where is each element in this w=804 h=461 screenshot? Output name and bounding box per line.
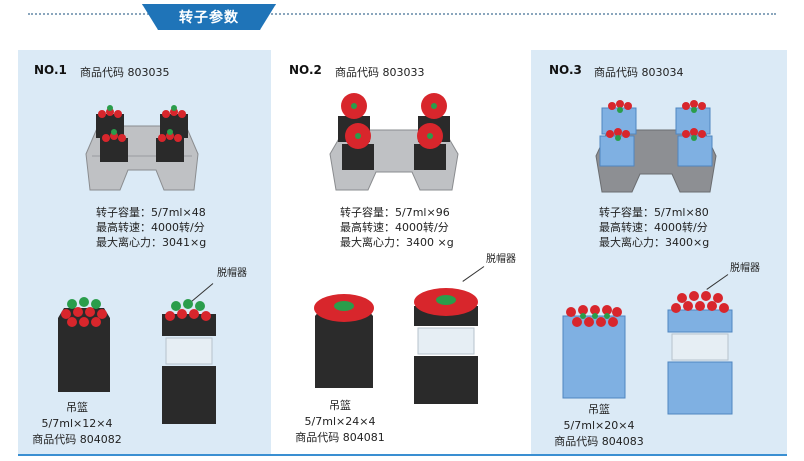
cap-remover-label: 脱帽器: [486, 254, 516, 265]
basket-code: 商品代码 804081: [295, 431, 385, 444]
basket-spec: 5/7ml×24×4: [304, 415, 376, 428]
basket-1-image: [58, 297, 110, 392]
header-dotted-line: [28, 13, 776, 15]
basket-name: 吊篮: [329, 399, 351, 412]
basket-code: 商品代码 804083: [554, 435, 644, 448]
basket-info: 吊篮 5/7ml×20×4 商品代码 804083: [549, 402, 649, 450]
rotor-1-image: [85, 105, 199, 191]
rotor-max-rcf: 最大离心力：3400 ×g: [340, 236, 454, 249]
rotor-max-speed: 最高转速：4000转/分: [340, 221, 449, 234]
section-title: 转子参数: [142, 4, 276, 30]
rotor-max-speed: 最高转速：4000转/分: [96, 221, 205, 234]
basket-info: 吊篮 5/7ml×12×4 商品代码 804082: [32, 400, 122, 448]
rotor-max-speed: 最高转速：4000转/分: [599, 221, 708, 234]
basket-code: 商品代码 804082: [32, 433, 122, 446]
rotor-product-code: 商品代码 803033: [335, 66, 425, 79]
rotor-specs: 转子容量：5/7ml×48 最高转速：4000转/分 最大离心力：3041×g: [96, 205, 206, 250]
rotor-specs: 转子容量：5/7ml×80 最高转速：4000转/分 最大离心力：3400×g: [599, 205, 709, 250]
rotor-max-rcf: 最大离心力：3400×g: [599, 236, 710, 249]
rotor-number: NO.2: [289, 63, 322, 77]
basket-2-open-image: [414, 288, 478, 404]
rotor-2-image: [329, 93, 459, 191]
basket-name: 吊篮: [588, 403, 610, 416]
basket-spec: 5/7ml×12×4: [41, 417, 113, 430]
basket-group: [96, 114, 188, 162]
basket-name: 吊篮: [66, 401, 88, 414]
basket-3-image: [562, 305, 626, 399]
rotor-specs: 转子容量：5/7ml×96 最高转速：4000转/分 最大离心力：3400 ×g: [340, 205, 454, 250]
rotor-number: NO.1: [34, 63, 67, 77]
rotor-capacity: 转子容量：5/7ml×48: [96, 206, 206, 219]
rotor-number: NO.3: [549, 63, 582, 77]
basket-2-image: [314, 294, 374, 388]
bottom-rule: [18, 454, 787, 456]
rotor-product-code: 商品代码 803035: [80, 66, 170, 79]
rotor-capacity: 转子容量：5/7ml×96: [340, 206, 450, 219]
rotor-capacity: 转子容量：5/7ml×80: [599, 206, 709, 219]
cap-remover-label: 脱帽器: [217, 268, 247, 279]
basket-3-open-image: [667, 291, 733, 415]
rotor-product-code: 商品代码 803034: [594, 66, 684, 79]
rotor-max-rcf: 最大离心力：3041×g: [96, 236, 207, 249]
basket-spec: 5/7ml×20×4: [563, 419, 635, 432]
basket-info: 吊篮 5/7ml×24×4 商品代码 804081: [290, 398, 390, 446]
rotor-3-image: [595, 100, 717, 193]
cap-remover-label: 脱帽器: [730, 263, 760, 274]
rotor-panel-2: [271, 50, 531, 456]
basket-1-open-image: [162, 299, 216, 424]
